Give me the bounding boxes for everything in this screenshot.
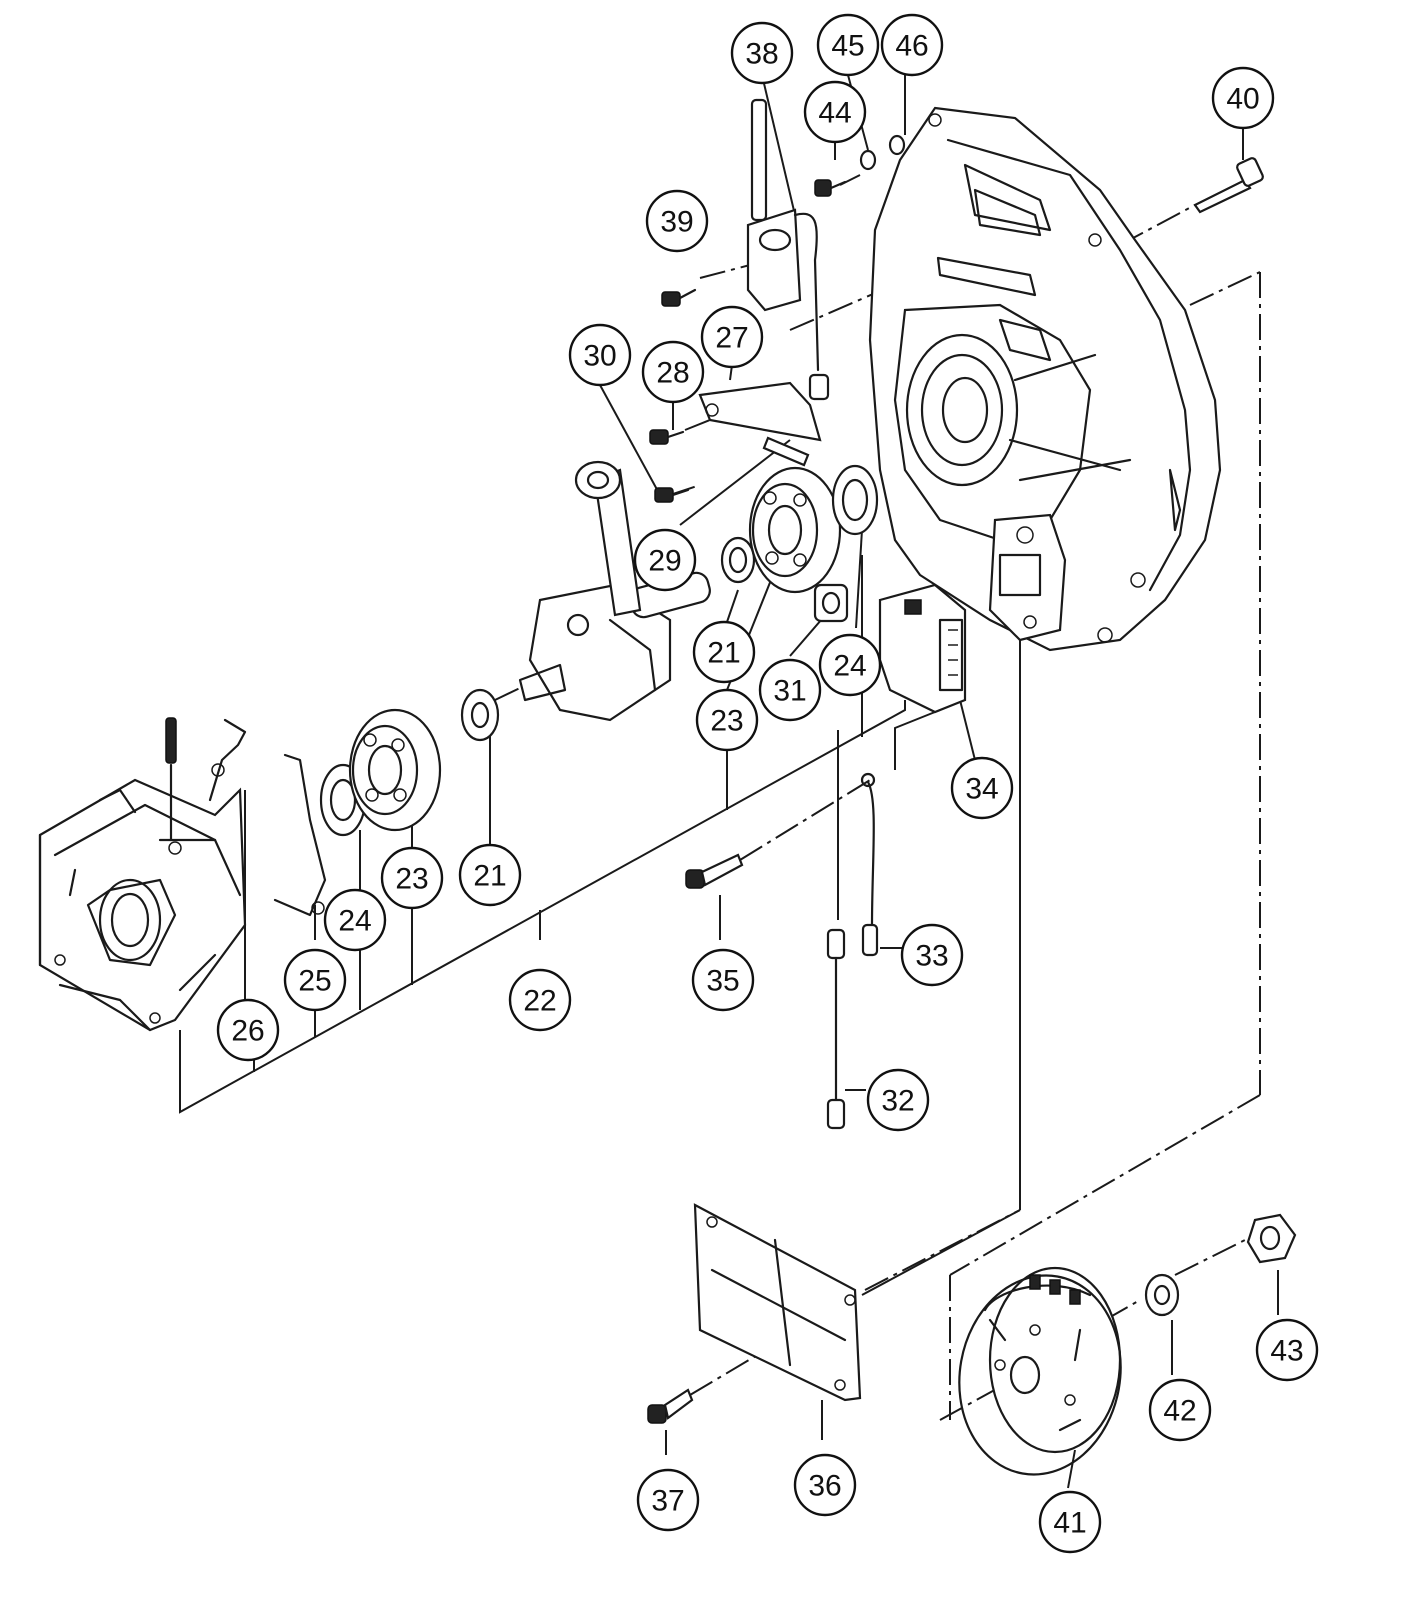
callout-label: 28: [656, 357, 689, 390]
crankcase-left: [38, 778, 247, 1032]
plate: [693, 1203, 862, 1402]
lead-wire: [826, 928, 846, 1130]
callout-label: 30: [583, 340, 616, 373]
callout-35: 35: [691, 948, 755, 1012]
callout-label: 21: [473, 860, 506, 893]
oil-seal-right: [831, 464, 879, 536]
screw-35: [685, 853, 744, 889]
callout-label: 29: [648, 545, 681, 578]
shim-left: [460, 688, 500, 742]
callout-label: 40: [1226, 83, 1259, 116]
woodruff-key: [762, 436, 810, 467]
bearing-right: [748, 466, 842, 594]
callout-21-right: 21: [692, 620, 756, 684]
callout-28: 28: [641, 340, 705, 404]
flywheel: [958, 1266, 1122, 1476]
callout-29: 29: [633, 528, 697, 592]
crankshaft: [518, 460, 711, 722]
callout-42: 42: [1148, 1378, 1212, 1442]
callout-label: 26: [231, 1015, 264, 1048]
callout-label: 35: [706, 965, 739, 998]
callout-label: 23: [710, 705, 743, 738]
screw-44: [814, 179, 847, 197]
callout-label: 25: [298, 965, 331, 998]
callout-24-left: 24: [323, 888, 387, 952]
callout-37: 37: [636, 1468, 700, 1532]
screw-37: [647, 1388, 694, 1424]
callout-label: 32: [881, 1085, 914, 1118]
shoe-cover: [698, 381, 822, 442]
callout-21-left: 21: [458, 843, 522, 907]
ignition-module: [878, 583, 967, 714]
callout-label: 37: [651, 1485, 684, 1518]
callout-30: 30: [568, 323, 632, 387]
washer-42: [1144, 1273, 1180, 1317]
screw-30: [654, 487, 690, 503]
leader-lines: [179, 74, 1279, 1489]
callout-45: 45: [816, 13, 880, 77]
ignition-coil-top: [746, 98, 820, 372]
screw-28: [649, 429, 685, 445]
stud-bolt: [165, 717, 177, 842]
bolt-40: [1193, 157, 1264, 214]
callout-label: 31: [773, 675, 806, 708]
callout-label: 21: [707, 637, 740, 670]
terminal-clip: [808, 373, 830, 401]
callout-36: 36: [793, 1453, 857, 1517]
grommet: [813, 583, 849, 623]
callout-34: 34: [950, 756, 1014, 820]
nut-43: [1246, 1213, 1297, 1264]
callout-24-right: 24: [818, 633, 882, 697]
callout-32: 32: [866, 1068, 930, 1132]
callout-label: 24: [338, 905, 371, 938]
callout-label: 36: [808, 1470, 841, 1503]
callout-label: 43: [1270, 1335, 1303, 1368]
callout-label: 41: [1053, 1507, 1086, 1540]
callout-label: 23: [395, 863, 428, 896]
fan-housing: [868, 106, 1222, 652]
callout-22: 22: [508, 968, 572, 1032]
callout-label: 24: [833, 650, 866, 683]
ground-wire: [860, 772, 879, 957]
callout-label: 27: [715, 322, 748, 355]
callout-43: 43: [1255, 1318, 1319, 1382]
callout-label: 45: [831, 30, 864, 63]
callout-label: 44: [818, 97, 851, 130]
callout-label: 39: [660, 206, 693, 239]
gasket: [208, 718, 327, 917]
callout-23-right: 23: [695, 688, 759, 752]
callout-41: 41: [1038, 1490, 1102, 1554]
callout-38: 38: [730, 21, 794, 85]
callout-label: 38: [745, 38, 778, 71]
callout-40: 40: [1211, 66, 1275, 130]
callout-46: 46: [880, 13, 944, 77]
callout-label: 46: [895, 30, 928, 63]
callout-label: 42: [1163, 1395, 1196, 1428]
shim-right: [720, 536, 756, 584]
callout-31: 31: [758, 658, 822, 722]
washer-45: [859, 149, 877, 171]
bearing-left: [348, 708, 442, 832]
callout-25: 25: [283, 948, 347, 1012]
callout-label: 34: [965, 773, 998, 806]
screw-39: [661, 288, 697, 307]
callout-label: 22: [523, 985, 556, 1018]
callout-44: 44: [803, 80, 867, 144]
washer-46: [888, 134, 906, 156]
callout-23-left: 23: [380, 846, 444, 910]
callout-label: 33: [915, 940, 948, 973]
callout-26: 26: [216, 998, 280, 1062]
callout-27: 27: [700, 305, 764, 369]
callout-33: 33: [900, 923, 964, 987]
callout-39: 39: [645, 189, 709, 253]
